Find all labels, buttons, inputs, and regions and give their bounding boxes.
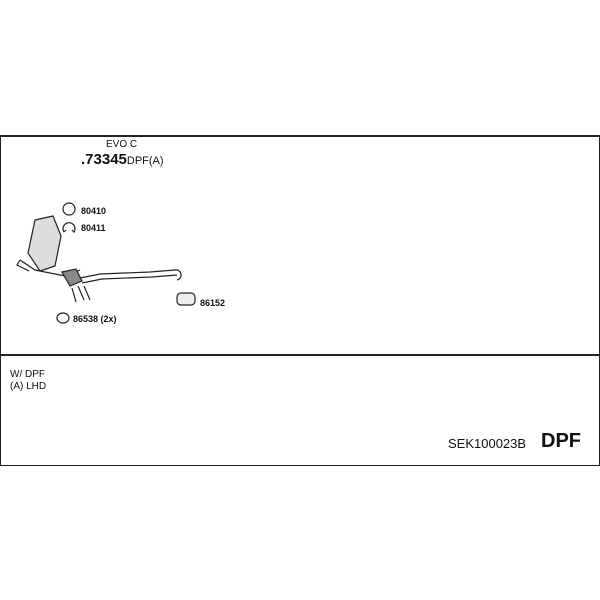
catalyst-icon	[61, 268, 83, 287]
part-label: 80411	[81, 223, 106, 233]
category-label: DPF	[541, 430, 581, 452]
part-label: 86152	[200, 298, 226, 308]
mount-86538-icon	[56, 312, 70, 324]
dpf-body-icon	[27, 215, 62, 272]
part-label: 80410	[81, 206, 107, 216]
section-divider	[0, 354, 600, 356]
variant-label: EVO C	[106, 139, 138, 150]
kit-code: SEK100023B	[448, 436, 527, 451]
part-label: 86538 (2x)	[73, 314, 117, 324]
ring-gasket-icon	[62, 202, 76, 216]
main-part-label: .73345DPF(A)	[81, 151, 164, 169]
main-part-number: .73345	[81, 151, 127, 168]
main-part-suffix: DPF(A)	[126, 155, 164, 167]
note: W/ DPF	[10, 369, 45, 380]
note: (A) LHD	[10, 381, 47, 392]
clamp-icon	[62, 222, 76, 233]
clamp-86152-icon	[176, 292, 196, 306]
